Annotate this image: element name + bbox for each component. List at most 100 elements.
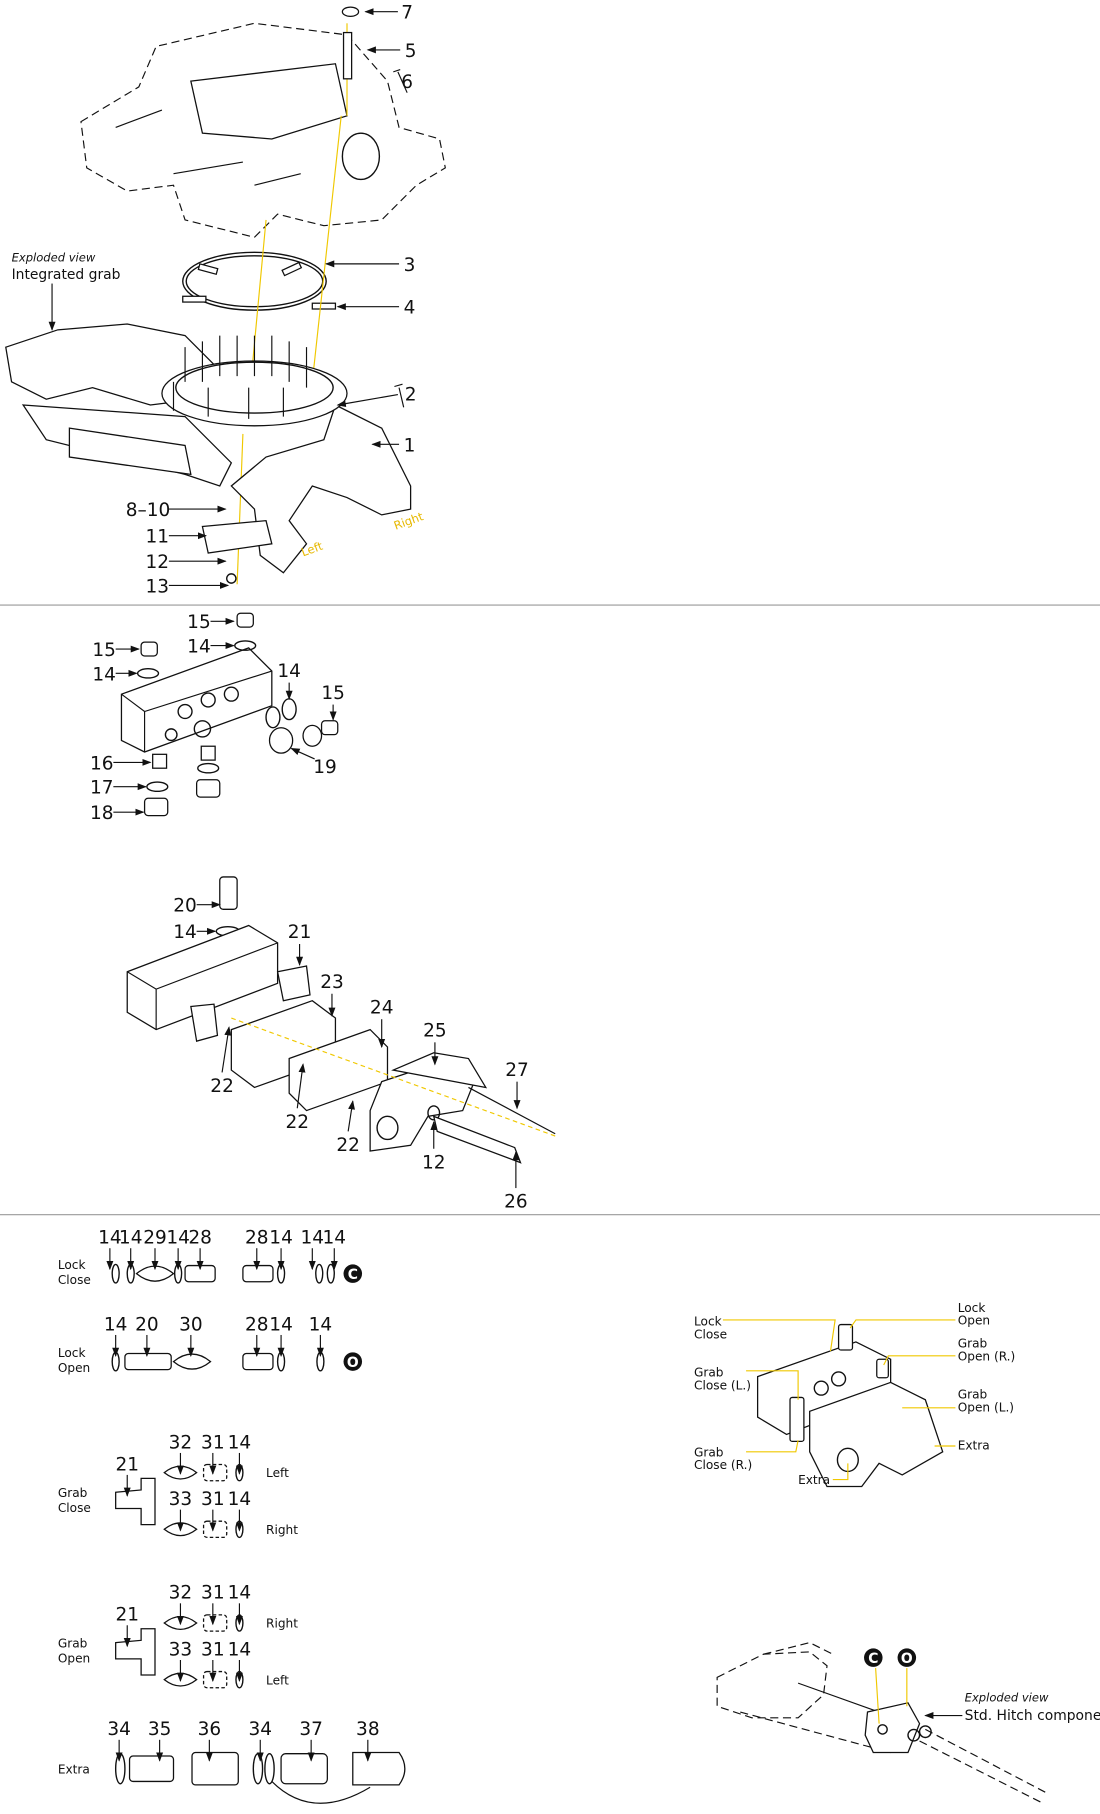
callout: 5 <box>366 41 417 62</box>
callout-number: 32 <box>169 1432 193 1453</box>
callout: 14 <box>269 1314 293 1357</box>
callout-number: 32 <box>169 1583 193 1604</box>
callout: 21 <box>115 1454 139 1497</box>
callout-number: 1 <box>404 435 416 456</box>
callout: 33 <box>169 1489 192 1532</box>
callout: 28 <box>188 1228 212 1271</box>
port-label: Lock <box>958 1301 986 1315</box>
callout: 8–10 <box>126 500 227 521</box>
callout-number: 34 <box>248 1719 272 1740</box>
callout-number: 14 <box>104 1314 128 1335</box>
callout-number: 14 <box>301 1228 325 1249</box>
callout: 2 <box>336 384 417 408</box>
callout: 21 <box>288 922 312 966</box>
std-hitch-title: Std. Hitch components <box>965 1708 1100 1724</box>
side-label: Right <box>266 1617 298 1631</box>
row-label-grab-close-2: Close <box>58 1501 91 1515</box>
side-label: Right <box>266 1523 298 1537</box>
callout: 14 <box>277 661 301 700</box>
wrench-icon <box>394 383 405 408</box>
row-label-lock-open-1: Lock <box>58 1346 86 1360</box>
callout-number: 14 <box>309 1314 333 1335</box>
callout: 7 <box>364 3 413 24</box>
callout-number: 7 <box>401 3 413 24</box>
callout-number: 14 <box>277 661 301 682</box>
port-label-detail: Close <box>694 1327 727 1341</box>
callout: 22 <box>336 1100 360 1156</box>
callout-number: 28 <box>245 1228 269 1249</box>
callout: 32 <box>169 1583 193 1626</box>
callout: 38 <box>356 1719 380 1762</box>
callout-number: 24 <box>370 997 394 1018</box>
callout-number: 16 <box>90 753 114 774</box>
callout-number: 2 <box>405 384 417 405</box>
callout-number: 31 <box>201 1583 225 1604</box>
callout: 12 <box>146 552 227 573</box>
callout-number: 21 <box>288 922 312 943</box>
port-label: Grab <box>694 1445 724 1459</box>
callout-number: 36 <box>198 1719 222 1740</box>
port-label: Extra <box>958 1438 990 1452</box>
callout-number: 14 <box>269 1314 293 1335</box>
port-leader-lines <box>722 1319 956 1481</box>
callout-number: 14 <box>323 1228 347 1249</box>
port-label: Lock <box>694 1315 722 1329</box>
callout: 14 <box>119 1228 143 1271</box>
valve-stack <box>126 876 556 1164</box>
callout: 14 <box>323 1228 347 1271</box>
callout-number: 26 <box>504 1192 528 1213</box>
callout: 20 <box>173 896 221 917</box>
callout: 23 <box>320 972 344 1017</box>
callout: 14 <box>301 1228 325 1271</box>
callout: 37 <box>299 1719 323 1762</box>
callout: 25 <box>423 1021 447 1066</box>
callout-number: 31 <box>201 1639 225 1660</box>
callout-number: 14 <box>98 1228 122 1249</box>
exploded-view-label: Exploded view <box>965 1691 1049 1705</box>
side-label: Left <box>266 1673 289 1687</box>
callout-number: 12 <box>146 552 170 573</box>
callout: 12 <box>422 1120 446 1173</box>
callout-arrow <box>336 394 398 408</box>
callout-number: 17 <box>90 778 114 799</box>
callout-number: 30 <box>179 1314 203 1335</box>
callout: 28 <box>245 1228 269 1271</box>
callout: 11 <box>146 527 208 548</box>
callout-number: 29 <box>143 1228 167 1249</box>
callout-number: 14 <box>187 637 211 658</box>
badge-open: O <box>343 1352 363 1371</box>
callout-number: 27 <box>505 1060 529 1081</box>
callout: 14 <box>104 1314 128 1357</box>
callout: 13 <box>146 576 230 597</box>
callout: 14 <box>187 637 235 658</box>
pins-4 <box>182 295 337 310</box>
callout-number: 5 <box>405 41 417 62</box>
callout: 21 <box>115 1605 139 1648</box>
row-label-lock-open-2: Open <box>58 1361 90 1375</box>
callout: 14 <box>309 1314 333 1357</box>
callout-number: 19 <box>313 757 337 778</box>
callout: 18 <box>90 803 145 824</box>
callout-number: 18 <box>90 803 114 824</box>
callout-number: 20 <box>135 1314 159 1335</box>
callout-number: 23 <box>320 972 344 993</box>
callout-number: 33 <box>169 1639 193 1660</box>
port-label-detail: Close (L.) <box>694 1378 751 1392</box>
plugs-16-18 <box>143 745 221 817</box>
callout: 22 <box>210 1026 234 1097</box>
callout-arrow <box>290 748 315 760</box>
callout-number: 14 <box>119 1228 143 1249</box>
callout-number: 15 <box>92 640 116 661</box>
callout: 14 <box>228 1583 251 1626</box>
port-label: Grab <box>958 1388 988 1402</box>
fittings-15 <box>140 612 339 736</box>
row-label-lock-close-2: Close <box>58 1273 91 1287</box>
badge-close-text: C <box>348 1267 358 1283</box>
screw-7 <box>341 6 360 17</box>
hitch-outline <box>716 1642 1048 1803</box>
callout-number: 28 <box>188 1228 212 1249</box>
row-label-grab-close-1: Grab <box>58 1486 88 1500</box>
callout-number: 25 <box>423 1021 447 1042</box>
